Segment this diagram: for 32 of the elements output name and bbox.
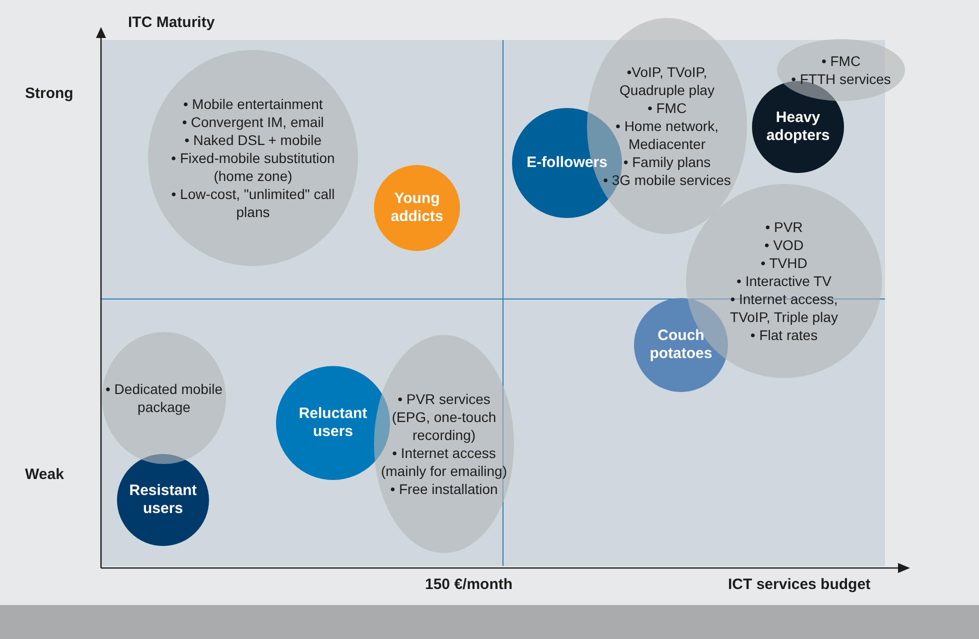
bullet-item: • Naked DSL + mobile xyxy=(183,131,323,149)
segment-label: E-followers xyxy=(526,154,608,172)
segment-label: Resistant users xyxy=(128,482,198,518)
segment-label: Couch potatoes xyxy=(648,327,714,363)
axis-title: ICT services budget xyxy=(728,576,871,593)
bullet-item: • Dedicated mobile package xyxy=(105,380,223,416)
bullet-item: • Flat rates xyxy=(749,326,819,344)
bullet-item: • Home network, Mediacenter xyxy=(614,117,720,153)
axis-label: Weak xyxy=(25,466,64,483)
bullet-item: • Convergent IM, email xyxy=(181,113,325,131)
bullet-item: • Interactive TV xyxy=(736,272,832,290)
bullet-item: • PVR xyxy=(764,218,804,236)
bullet-item: • Internet access (mainly for emailing) xyxy=(380,444,508,480)
axis-label: Strong xyxy=(25,85,74,102)
bullet-item: • Fixed-mobile substitution (home zone) xyxy=(170,149,336,185)
bullet-item: •VoIP, TVoIP, Quadruple play xyxy=(618,63,716,99)
segment-label: Heavy adopters xyxy=(765,109,831,145)
bullet-item: • VOD xyxy=(763,236,805,254)
bullet-item: • PVR services (EPG, one-touch recording) xyxy=(390,390,498,444)
bullet-item: • 3G mobile services xyxy=(602,171,732,189)
axis-label: 150 €/month xyxy=(425,576,513,593)
bullet-item: • FTTH services xyxy=(790,70,892,88)
bullet-item: • FMC xyxy=(646,99,688,117)
segment-label: Young addicts xyxy=(390,190,444,226)
axis-title: ITC Maturity xyxy=(128,14,215,31)
segment-label: Reluctant users xyxy=(298,405,368,441)
bullet-item: • FMC xyxy=(820,52,862,70)
bullet-item: • Mobile entertainment xyxy=(182,95,324,113)
bullet-item: • Free installation xyxy=(389,480,499,498)
bullet-item: • Internet access, TVoIP, Triple play xyxy=(729,290,839,326)
bullet-item: • Low-cost, "unlimited" call plans xyxy=(170,185,336,221)
bullet-item: • TVHD xyxy=(760,254,808,272)
